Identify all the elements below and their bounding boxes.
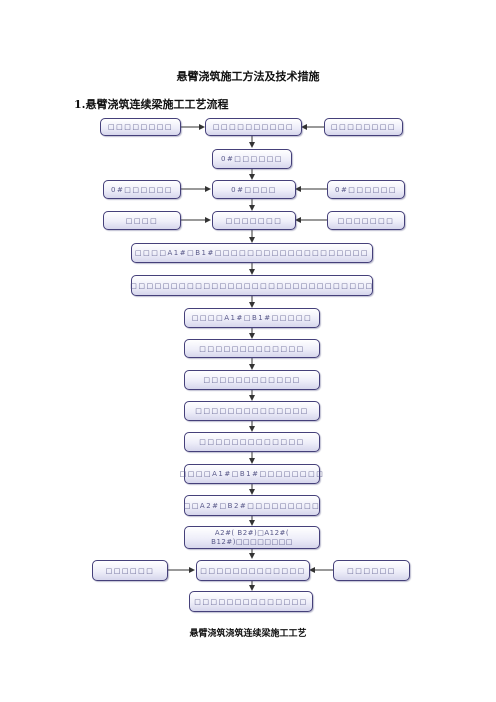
flow-box: □□□□□□ (92, 560, 168, 581)
flow-box: A2#( B2#)□A12#( B12#)□□□□□□□□ (184, 526, 320, 549)
flow-box: □□□□□□□□ (324, 118, 403, 136)
flow-box: □□A2#□B2#□□□□□□□□□ (184, 495, 320, 516)
flow-box: □□□□□□□□□□□□□□ (184, 401, 320, 421)
flow-box: □□□□□□□ (327, 211, 405, 230)
flow-box: □□□□□□□ (212, 211, 296, 230)
flow-box: □□□□A1#□B1#□□□□□□□□ (180, 464, 323, 484)
flow-box: 0#□□□□ (212, 180, 296, 199)
flow-box: □□□□□□□□□□□□□ (196, 560, 310, 581)
flow-box: □□□□□□ (333, 560, 410, 581)
flow-box: □□□□□□□□□□□□□ (184, 432, 320, 452)
flow-box: □□□□□□□□□□ (205, 118, 302, 136)
page-title: 悬臂浇筑施工方法及技术措施 (176, 70, 320, 83)
flow-box: □□□□A1#□B1#□□□□□ (184, 308, 320, 328)
flow-box: □□□□□□□□□□□□□□□□□□□□□□□□□□□□□□ (130, 275, 373, 296)
flow-box: □□□□□□□□□□□□ (184, 370, 320, 390)
section-heading: 1.悬臂浇筑连续梁施工工艺流程 (74, 98, 229, 111)
flow-box: □□□□□□□□□□□□□□ (189, 591, 313, 612)
figure-caption: 悬臂浇筑浇筑连续梁施工工艺 (189, 629, 307, 639)
flow-box: □□□□□□□□ (100, 118, 181, 136)
flow-box: □□□□ (103, 211, 181, 230)
flow-box: □□□□□□□□□□□□□ (184, 339, 320, 358)
flow-box: 0#□□□□□□ (327, 180, 405, 199)
flow-box: 0#□□□□□□ (103, 180, 181, 199)
flow-box: 0#□□□□□□ (212, 149, 292, 169)
flow-box: □□□□A1#□B1#□□□□□□□□□□□□□□□□□□□ (131, 243, 373, 263)
